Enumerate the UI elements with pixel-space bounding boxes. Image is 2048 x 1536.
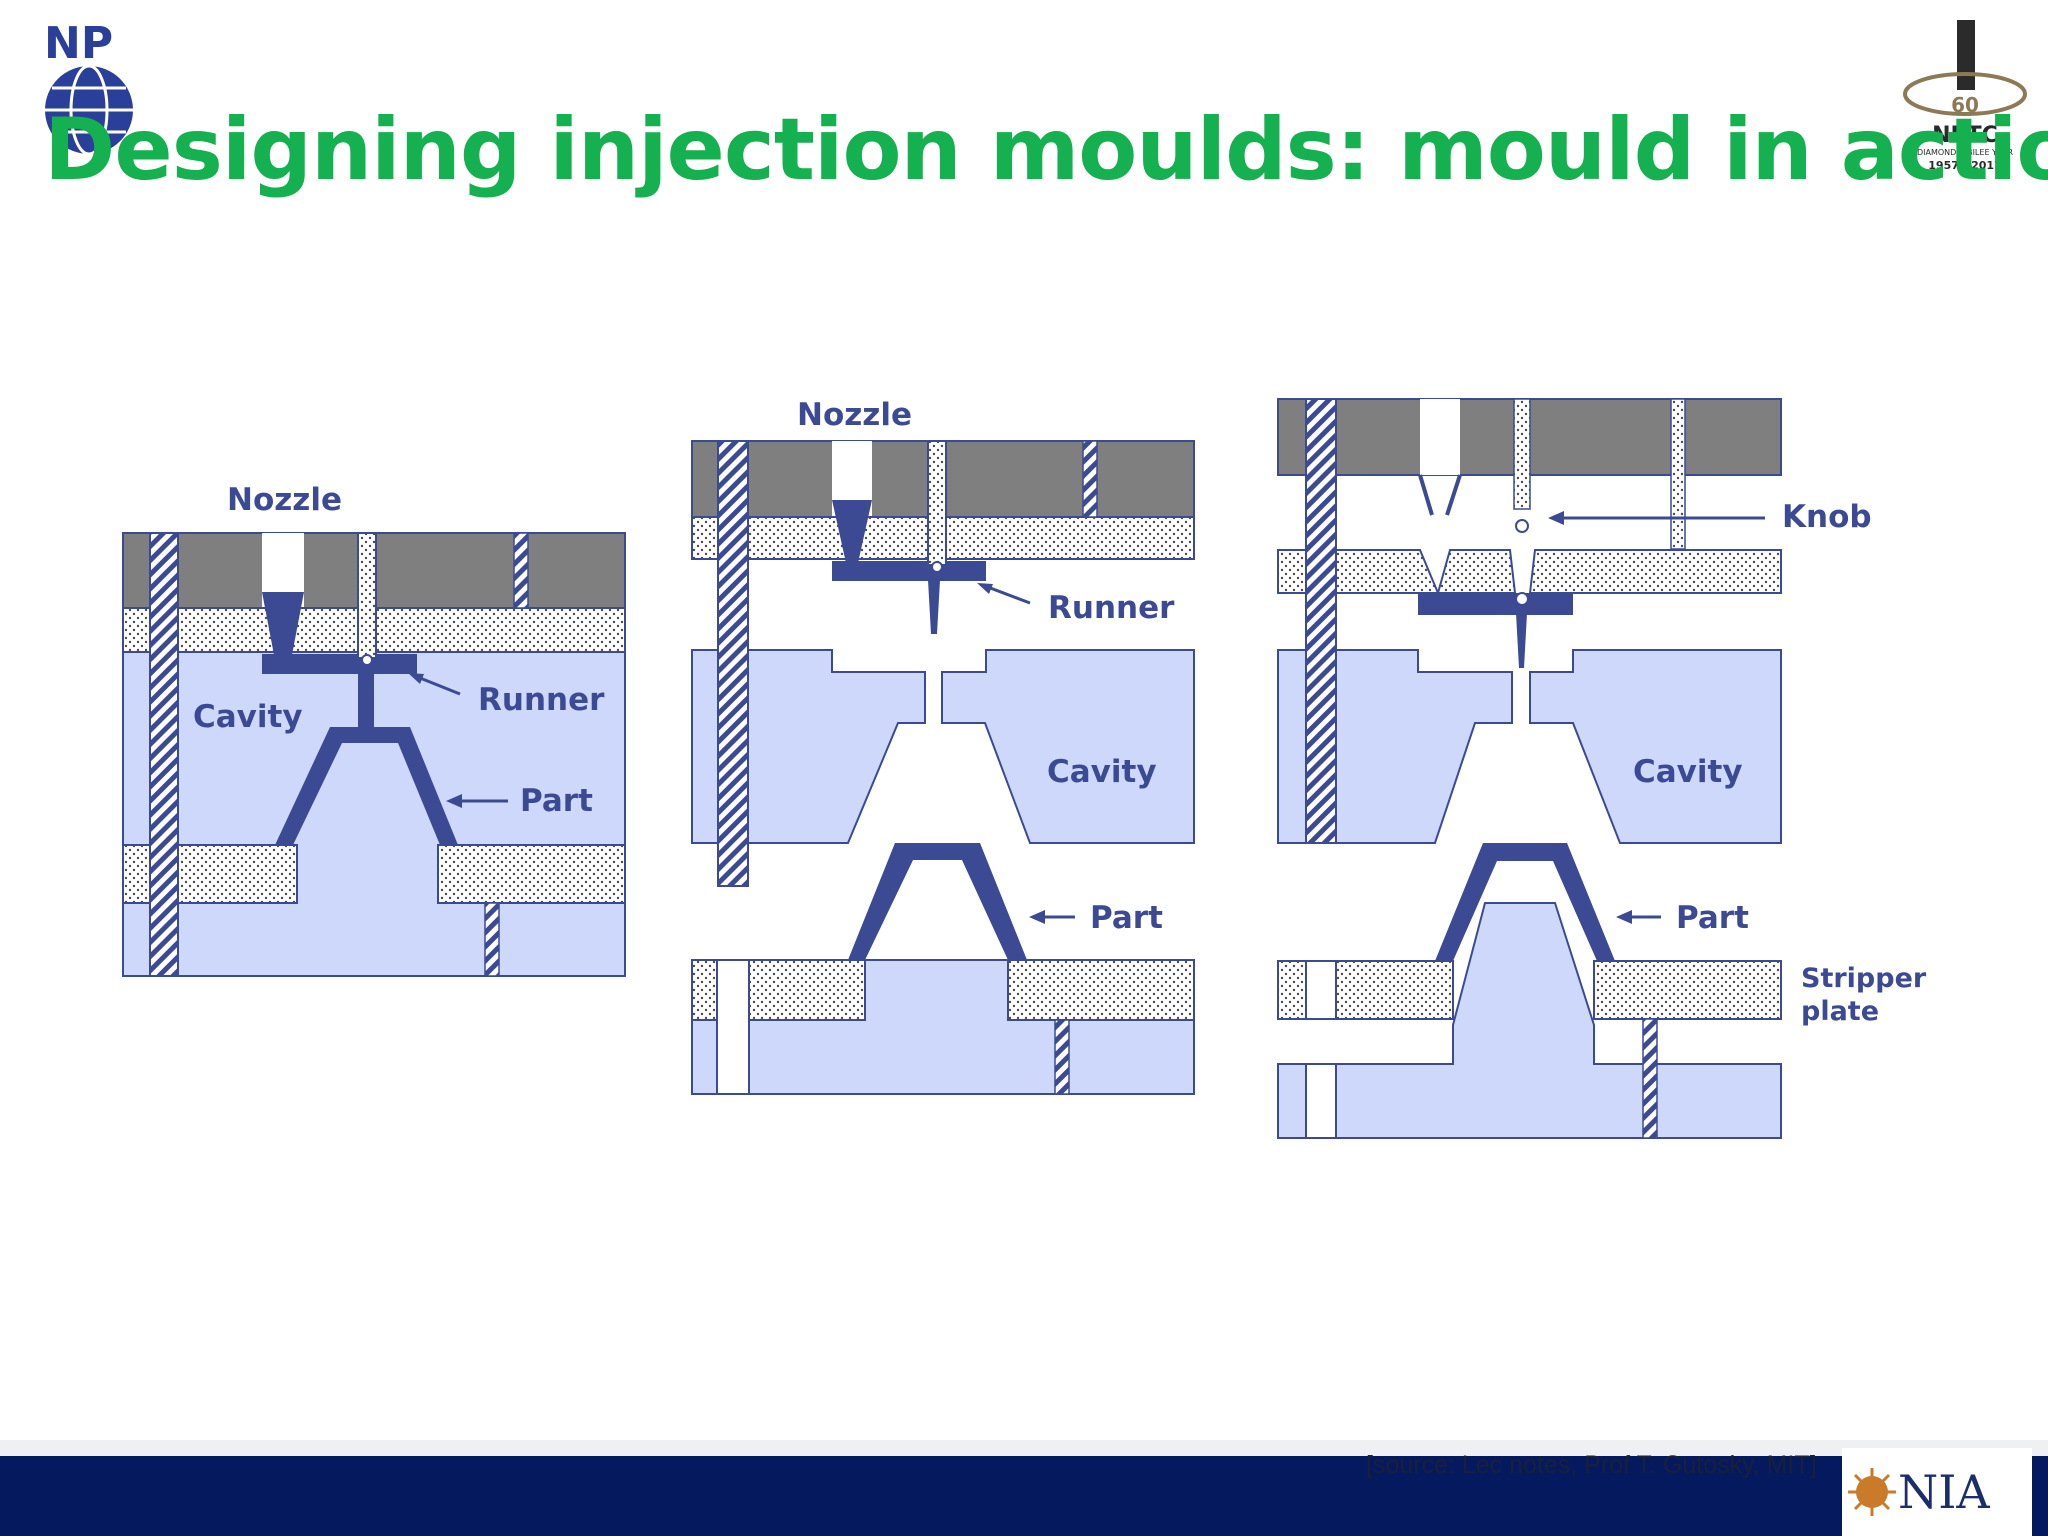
injection-mould-diagram: Nozzle Cavity Runner Part Nozzle [122,397,1927,1139]
label-runner-2: Runner [1048,590,1175,626]
label-cavity-3: Cavity [1633,754,1743,790]
label-nozzle-2: Nozzle [797,397,912,433]
label-part-3: Part [1676,900,1749,936]
stage-2-mould-opening: Nozzle Runner Cavity Part [691,397,1195,1095]
part-1 [275,727,458,845]
label-cavity-1: Cavity [193,699,303,735]
np-logo-letters: NP [44,18,113,69]
part-2 [848,843,1027,960]
source-citation: [source: Lec notes, Prof T. Gutosky, MIT… [1366,1451,1817,1479]
slide-title: Designing injection moulds: mould in act… [44,100,2048,200]
label-part-2: Part [1090,900,1163,936]
np-college-logo: NP [44,18,133,156]
stage-3-part-ejection: Knob Cavity Part Stripper plate [1277,398,1927,1139]
jubilee-number: 60 [1951,93,1979,117]
knob-marker [1515,519,1529,533]
runner-1 [262,654,417,674]
nptc-name: NPTC [1932,123,1998,148]
nozzle-2 [832,500,872,563]
footer-bar [0,1456,2048,1536]
label-runner-1: Runner [478,682,605,718]
jubilee-tagline: DIAMOND JUBILEE YEAR [1917,148,2013,157]
runner-2 [832,561,986,581]
nozzle-1 [262,592,304,655]
part-3 [1435,843,1615,961]
jubilee-years: 1957 - 2017 [1928,159,2001,172]
nia-logo-text: NIA [1898,1465,1990,1519]
nptc-jubilee-logo: 60 NPTC DIAMOND JUBILEE YEAR 1957 - 2017 [1903,20,2027,172]
footer-divider [0,1440,2048,1456]
label-nozzle-1: Nozzle [227,482,342,518]
label-part-1: Part [520,783,593,819]
label-knob: Knob [1782,499,1872,535]
nia-logo: NIA [1842,1448,2032,1536]
label-stripper-line2: plate [1801,996,1879,1027]
label-cavity-2: Cavity [1047,754,1157,790]
stage-1-mould-closed: Nozzle Cavity Runner Part [122,482,626,977]
label-stripper-line1: Stripper [1801,963,1927,994]
runner-3 [1418,593,1573,615]
